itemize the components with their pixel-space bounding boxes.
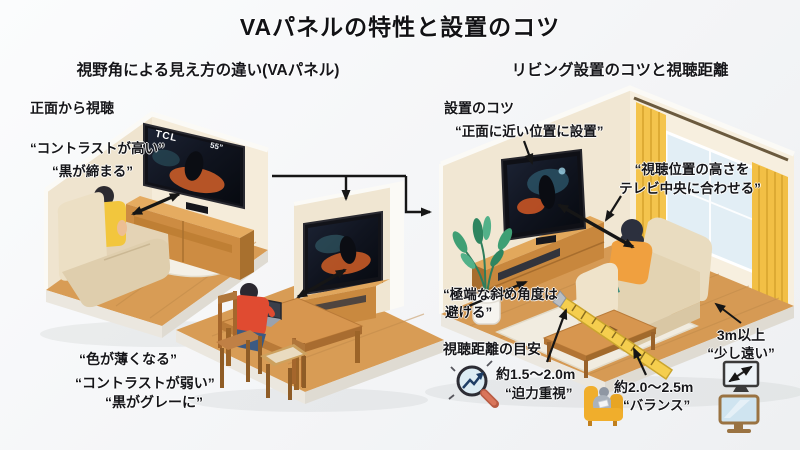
angled-viewing-room	[176, 181, 444, 404]
viewing-axis-arrow-living	[557, 203, 635, 249]
front-quote-black: “黒が締まる”	[52, 164, 133, 179]
distance-near-value: 約1.5〜2.0m	[496, 366, 576, 382]
front-quote-contrast: “コントラストが高い”	[30, 141, 165, 156]
distance-far-value: 3m以上	[716, 327, 766, 343]
tv-diagonal-size-icon	[722, 360, 760, 392]
tip-front-position: “正面に近い位置に設置”	[455, 124, 604, 139]
distance-mid-note: “バランス”	[623, 398, 691, 413]
front-view-label: 正面から視聴	[30, 100, 114, 116]
chair-occupied	[216, 291, 262, 388]
armchair-person-icon	[584, 386, 623, 426]
viewing-axis-arrow-angled	[296, 268, 347, 299]
angle-quote-contrast: “コントラストが弱い”	[75, 375, 215, 391]
distance-near-note: “迫力重視”	[505, 386, 573, 401]
flow-connectors	[272, 174, 432, 217]
arrow-avoid-angle	[463, 280, 528, 310]
tv-front	[143, 122, 245, 214]
tip-angle-line1: “極端な斜め角度は	[443, 287, 558, 302]
magnifier-trend-icon	[448, 360, 499, 408]
angle-quote-gray: “黒がグレーに”	[105, 394, 203, 410]
distance-far-note: “少し遠い”	[707, 346, 775, 361]
tv-angled	[303, 210, 383, 296]
annotation-arrows	[463, 140, 742, 376]
left-section-heading: 視野角による見え方の違い(VAパネル)	[76, 62, 340, 79]
arrow-distance-far	[714, 302, 742, 324]
tv-stand	[126, 196, 254, 280]
distance-mid-value: 約2.0〜2.5m	[614, 379, 694, 395]
tip-height-line1: “視聴位置の高さを	[634, 162, 750, 177]
angle-quote-color: “色が薄くなる”	[79, 351, 177, 367]
distance-heading: 視聴距離の目安	[443, 341, 541, 357]
tip-angle-line2: 避ける”	[445, 305, 493, 320]
arrow-distance-mid	[633, 347, 647, 376]
tv-living	[500, 148, 587, 245]
arrow-front-position	[522, 140, 534, 165]
chair-empty	[260, 338, 308, 400]
right-section-heading: リビング設置のコツと視聴距離	[511, 62, 729, 79]
tip-height-line2: テレビ中央に合わせる”	[619, 181, 761, 196]
sofa-front-room	[57, 186, 171, 308]
tips-heading: 設置のコツ	[444, 100, 514, 116]
viewing-axis-arrow-front	[131, 192, 181, 216]
arrow-distance-near	[545, 308, 568, 363]
curtain-rod	[633, 96, 789, 162]
living-room	[439, 85, 795, 394]
curtain-right	[752, 162, 788, 320]
tape-measure	[552, 290, 674, 381]
page-title: VAパネルの特性と設置のコツ	[239, 14, 561, 40]
arrow-eye-height	[604, 195, 622, 222]
front-viewing-room	[44, 111, 269, 338]
tv-front-icon	[718, 394, 760, 433]
